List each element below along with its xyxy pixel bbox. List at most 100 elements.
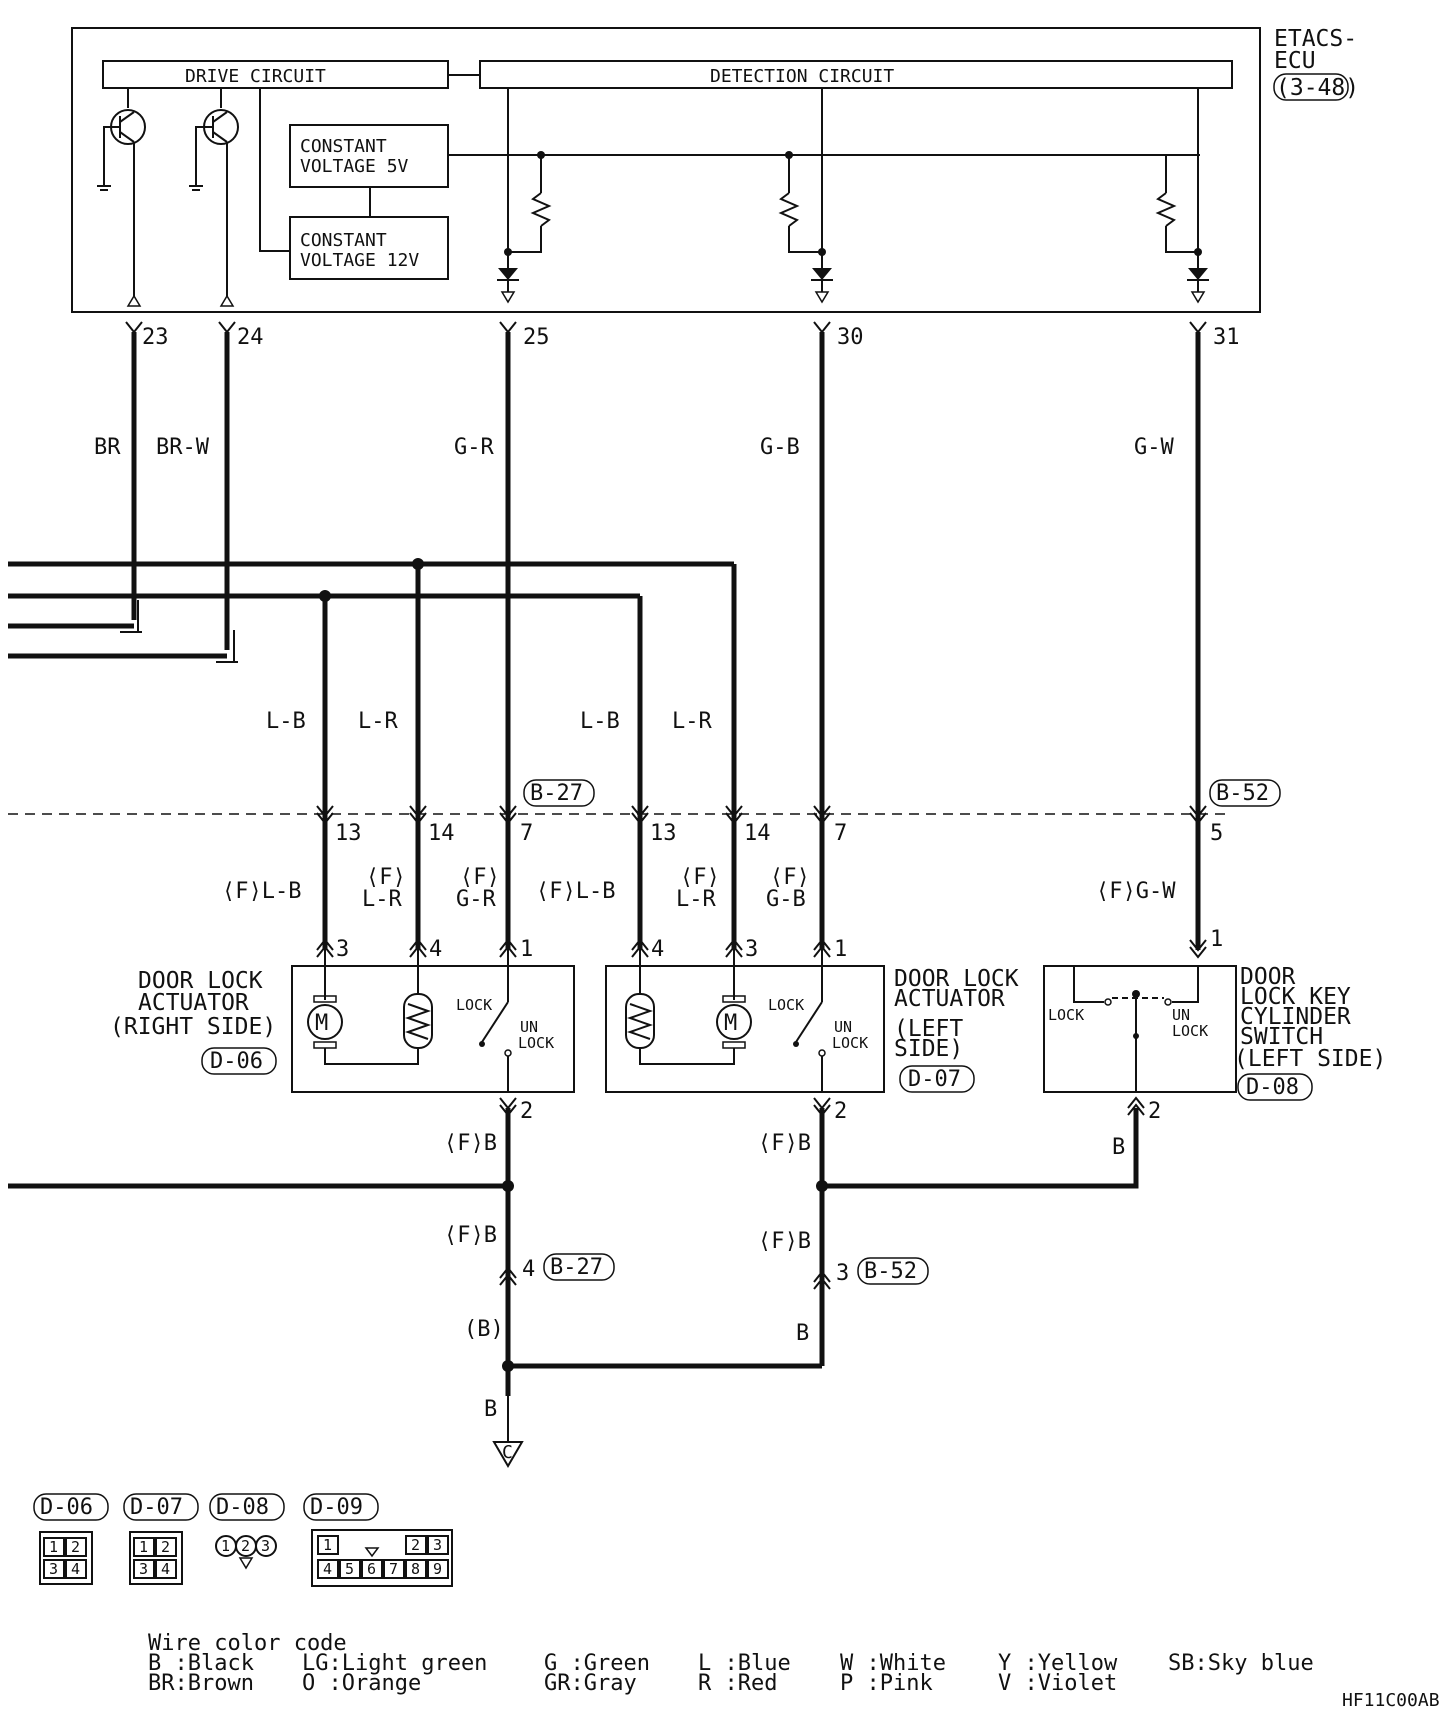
svg-text:2: 2: [241, 1537, 250, 1555]
connector-d08-label: D-08: [216, 1495, 269, 1520]
wire-label-gr: G-R: [454, 435, 494, 460]
actuator-left-connector: D-07: [908, 1067, 961, 1092]
f-label-lr: L-R: [362, 887, 402, 912]
wire-label-gb: G-B: [760, 435, 800, 460]
b27-connector-frame: [523, 779, 595, 807]
ecu-pin-25: 25: [523, 325, 550, 350]
ground-f-b: ⟨F⟩B: [444, 1223, 497, 1248]
wire-label-lb: L-B: [580, 709, 620, 734]
svg-text:1: 1: [139, 1538, 148, 1556]
wire-label-lr: L-R: [672, 709, 712, 734]
detection-channel-31: [1155, 88, 1209, 304]
key-switch-connector-frame: [1237, 1073, 1313, 1101]
detection-circuit-label: DETECTION CIRCUIT: [710, 66, 894, 87]
svg-text:3: 3: [433, 1536, 442, 1554]
f-label-lr: L-R: [676, 887, 716, 912]
key-switch-name-4: SWITCH: [1240, 1024, 1323, 1050]
cv5-line2: VOLTAGE 5V: [300, 156, 409, 177]
svg-text:2: 2: [161, 1538, 170, 1556]
cv5-line1: CONSTANT: [300, 136, 387, 157]
ground-f-b: ⟨F⟩B: [444, 1131, 497, 1156]
svg-text:3: 3: [49, 1560, 58, 1578]
ecu-connector-label: (3-48): [1276, 75, 1359, 101]
drive-circuit-label: DRIVE CIRCUIT: [185, 66, 326, 87]
door-lock-actuator-right: DOOR LOCK ACTUATOR (RIGHT SIDE) D-06 3 4…: [110, 937, 575, 1124]
svg-text:7: 7: [389, 1560, 398, 1578]
ground-b27-frame: [543, 1253, 615, 1281]
key-switch-pin: 1: [1210, 927, 1223, 952]
constant-voltage-12v-box: [289, 216, 449, 280]
svg-text:1: 1: [323, 1536, 332, 1554]
key-switch-pin: 2: [1148, 1099, 1161, 1124]
ground-b-switch: B: [1112, 1135, 1125, 1160]
color-code-entry: G :Green: [544, 1651, 650, 1676]
f-label-gw: ⟨F⟩G-W: [1096, 879, 1176, 904]
actuator-right-connector: D-06: [210, 1049, 263, 1074]
door-lock-actuator-left: DOOR LOCK ACTUATOR (LEFT SIDE) D-07 4 3 …: [605, 937, 1019, 1124]
transistor-icon: [189, 88, 239, 307]
f-label-lb: ⟨F⟩L-B: [536, 879, 615, 904]
color-code-entry: B :Black: [148, 1651, 254, 1676]
key-switch-name-2: LOCK KEY: [1240, 984, 1351, 1010]
ground-b: B: [796, 1321, 809, 1346]
color-code-entry: LG:Light green: [302, 1651, 487, 1676]
switch-icon: [795, 1001, 823, 1043]
actuator-right-connector-frame: [201, 1047, 277, 1075]
ecu-connector-frame: [1273, 73, 1349, 101]
ground-b-paren: (B): [464, 1317, 504, 1342]
svg-text:9: 9: [433, 1560, 442, 1578]
wire-label-gw: G-W: [1134, 435, 1174, 460]
f-label-gb: G-B: [766, 887, 806, 912]
junction-pin: 14: [744, 821, 771, 846]
wires: [8, 332, 1201, 950]
ecu-pins: 23 24 25 30 31: [125, 321, 1240, 350]
svg-text:2: 2: [411, 1536, 420, 1554]
actuator-left-connector-frame: [899, 1065, 975, 1093]
detection-channel-25: [497, 88, 552, 304]
color-code-entry: R :Red: [698, 1671, 777, 1696]
svg-text:6: 6: [367, 1560, 376, 1578]
cv12-line1: CONSTANT: [300, 230, 387, 251]
junction-pin: 13: [650, 821, 677, 846]
ecu-outline: [71, 27, 1261, 313]
actuator-right-name-2: ACTUATOR: [138, 990, 249, 1016]
color-code-entry: BR:Brown: [148, 1671, 254, 1696]
wire-label-br: BR: [94, 435, 121, 460]
etacs-ecu: ETACS- ECU (3-48) DRIVE CIRCUIT DETECTIO…: [71, 26, 1359, 313]
diode-icon: [812, 268, 832, 280]
ecu-title-1: ETACS-: [1274, 26, 1357, 52]
connector-d06: D-06 1 2 3 4: [33, 1493, 109, 1585]
actuator-right-pin: 2: [520, 1099, 533, 1124]
motor-icon: [307, 1004, 343, 1040]
actuator-right-pin: 4: [429, 937, 442, 962]
svg-text:3: 3: [139, 1560, 148, 1578]
junction-pin: 14: [428, 821, 455, 846]
wire-label-lb: L-B: [266, 709, 306, 734]
ecu-pin-30: 30: [837, 325, 864, 350]
ground-b52-label: B-52: [864, 1259, 917, 1284]
figure-code: HF11C00AB: [1342, 1690, 1440, 1711]
ecu-pin-24: 24: [237, 325, 264, 350]
wire-label-brw: BR-W: [156, 435, 210, 460]
junction-pin: 7: [834, 821, 847, 846]
actuator-right-pin: 1: [520, 937, 533, 962]
actuator-left-name-1: DOOR LOCK: [894, 966, 1019, 992]
color-code-entry: SB:Sky blue: [1168, 1651, 1314, 1676]
connector-d09-label: D-09: [310, 1495, 363, 1520]
actuator-right-name-3: (RIGHT SIDE): [110, 1014, 276, 1040]
ground-pin-b52: 3: [836, 1261, 849, 1286]
junction-pin: 7: [520, 821, 533, 846]
connector-d07: D-07 1 2 3 4: [123, 1493, 199, 1585]
connector-views: D-06 1 2 3 4 D-07 1 2 3 4 D-08: [33, 1493, 453, 1587]
key-switch-name-1: DOOR: [1240, 964, 1296, 990]
junction-pin: 5: [1210, 821, 1223, 846]
svg-text:4: 4: [71, 1560, 80, 1578]
ecu-pin-31: 31: [1213, 325, 1240, 350]
ground-circuit: ⟨F⟩B ⟨F⟩B B ⟨F⟩B ⟨F⟩B 4 B-27 3 B-52 (B) …: [8, 1108, 1139, 1468]
color-code-entry: O :Orange: [302, 1671, 421, 1696]
actuator-right-unlock: LOCK: [518, 1034, 554, 1052]
ecu-pin-23: 23: [142, 325, 169, 350]
color-code-entry: P :Pink: [840, 1671, 933, 1696]
actuator-right-lock: LOCK: [456, 996, 492, 1014]
